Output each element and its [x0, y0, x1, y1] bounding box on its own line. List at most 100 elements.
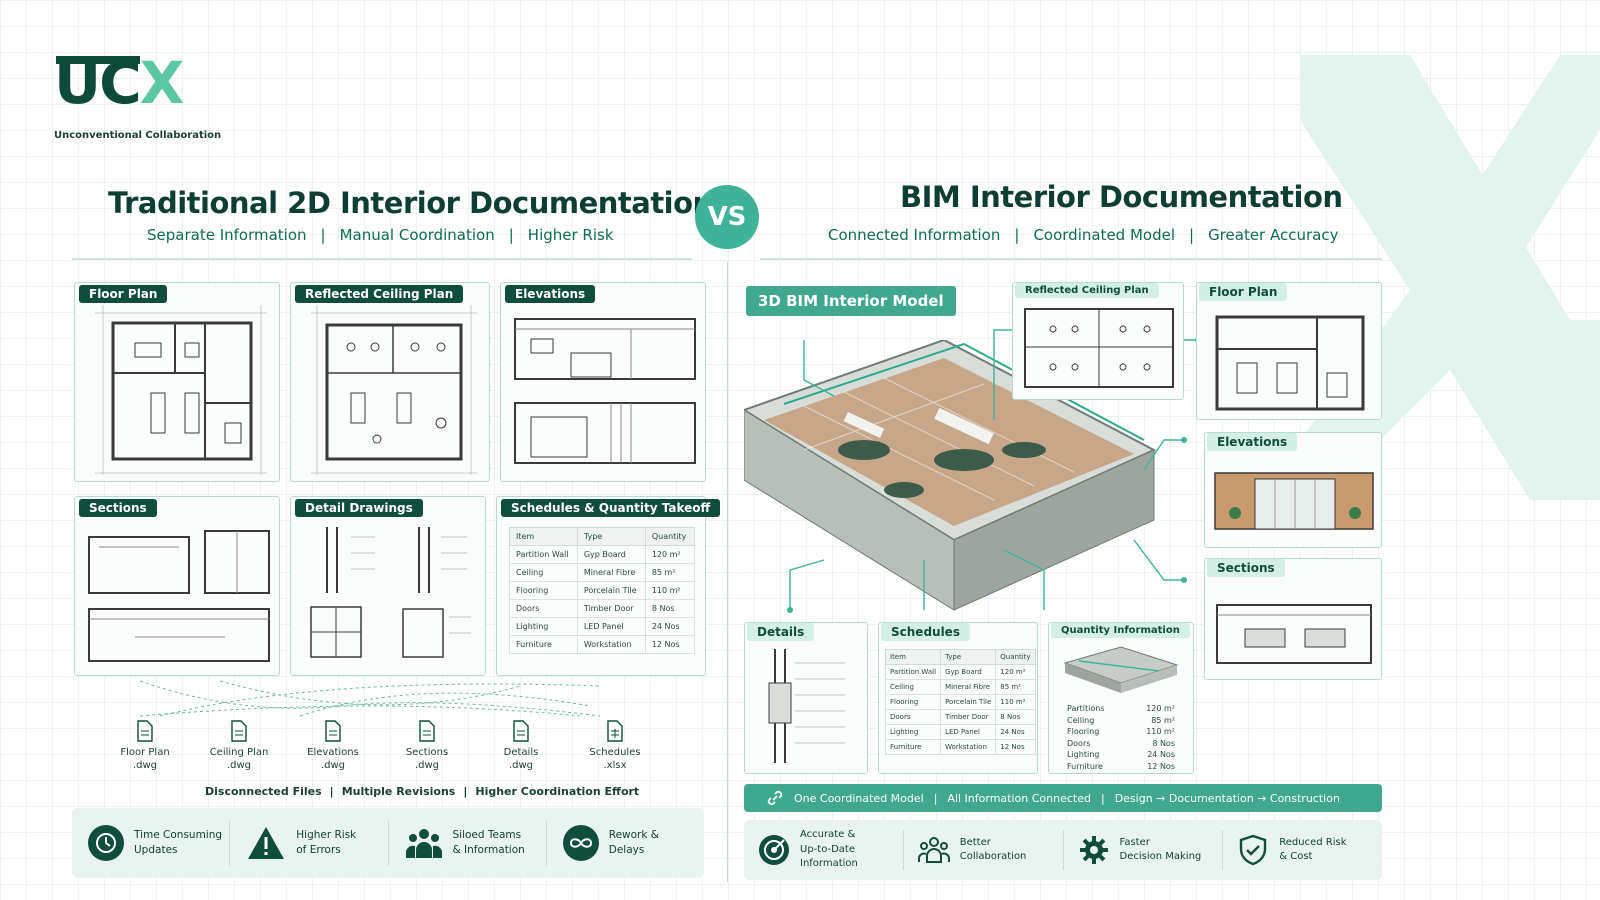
- issue-label: Time Consuming: [134, 828, 223, 841]
- cell: Furniture: [884, 739, 942, 755]
- file-name: Ceiling Plan: [209, 747, 269, 758]
- bar-item: One Coordinated Model: [794, 791, 924, 805]
- shield-check-icon: [1240, 834, 1267, 866]
- left-detail-drawings-panel[interactable]: Detail Drawings: [290, 496, 486, 676]
- warning-icon: [248, 827, 285, 859]
- right-sections-tag: Sections: [1207, 559, 1285, 577]
- document-icon: [419, 720, 435, 742]
- file-ext: .dwg: [320, 760, 346, 771]
- cell: Workstation: [576, 635, 646, 654]
- right-subtitle-item: Greater Accuracy: [1208, 226, 1339, 244]
- cell: 85 m²: [644, 563, 696, 582]
- sections-drawing: [88, 530, 270, 662]
- left-ceiling-plan-panel[interactable]: Reflected Ceiling Plan: [290, 282, 490, 482]
- logo-uc: UC: [54, 49, 142, 117]
- benefit-label: Up-to-Date Information: [800, 843, 858, 870]
- left-rule: [72, 258, 692, 260]
- issue-label: & Information: [452, 844, 525, 856]
- right-schedules-panel[interactable]: Schedules Item Type Quantity Partition W…: [878, 622, 1038, 774]
- file-schedules[interactable]: Schedules.xlsx: [580, 720, 650, 772]
- issue-label: Siloed Teams: [452, 828, 522, 841]
- right-elevations-tag: Elevations: [1207, 433, 1298, 451]
- file-ext: .dwg: [226, 760, 252, 771]
- left-floor-plan-panel[interactable]: Floor Plan: [74, 282, 280, 482]
- left-schedules-panel[interactable]: Schedules & Quantity Takeoff Item Type Q…: [496, 496, 721, 676]
- schedule-header: Item: [509, 527, 578, 546]
- cell: Timber Door: [940, 709, 997, 725]
- right-floor-plan-panel[interactable]: Floor Plan: [1196, 282, 1382, 420]
- left-ceiling-plan-tag: Reflected Ceiling Plan: [295, 285, 464, 303]
- file-name: Details: [503, 747, 539, 758]
- right-details-panel[interactable]: Details: [744, 622, 868, 774]
- cell: Porcelain Tile: [576, 581, 646, 600]
- right-details-drawing: [768, 649, 845, 763]
- benefit-label: Accurate &: [800, 829, 856, 841]
- right-elevations-drawing: [1214, 472, 1374, 530]
- elevations-drawing: [514, 318, 696, 464]
- link-icon: [767, 790, 783, 806]
- cell: Mineral Fibre: [940, 679, 997, 695]
- left-elevations-panel[interactable]: Elevations: [500, 282, 706, 482]
- file-name: Elevations: [307, 747, 359, 758]
- file-ext: .dwg: [508, 760, 534, 771]
- bim-3d-model-illustration[interactable]: [744, 340, 1174, 620]
- file-name: Sections: [405, 747, 449, 758]
- right-title: BIM Interior Documentation: [900, 180, 1343, 214]
- document-icon: [513, 720, 529, 742]
- cell: Mineral Fibre: [576, 563, 646, 582]
- left-sections-panel[interactable]: Sections: [74, 496, 280, 676]
- cell: Ceiling: [509, 563, 578, 582]
- clock-icon: [88, 825, 124, 861]
- file-elevations[interactable]: Elevations .dwg: [298, 720, 368, 772]
- cell: Ceiling: [884, 679, 942, 695]
- tagline: Unconventional Collaboration: [54, 130, 222, 141]
- right-ceiling-plan-panel[interactable]: Reflected Ceiling Plan: [1012, 282, 1184, 400]
- file-ext: .dwg: [132, 760, 158, 771]
- file-sections[interactable]: Sections.dwg: [392, 720, 462, 772]
- right-subtitle: Connected Information| Coordinated Model…: [828, 226, 1339, 244]
- file-ceiling-plan[interactable]: Ceiling Plan .dwg: [204, 720, 274, 772]
- file-ext: .xlsx: [603, 760, 627, 771]
- coordinated-model-bar: One Coordinated Model| All Information C…: [744, 784, 1382, 812]
- right-elevations-panel[interactable]: Elevations: [1204, 432, 1382, 548]
- cell: Furniture: [509, 635, 578, 654]
- document-icon: [231, 720, 247, 742]
- file-name: Floor Plan: [120, 747, 170, 758]
- benefit-label: Faster: [1119, 836, 1150, 848]
- right-floor-plan-tag: Floor Plan: [1199, 283, 1288, 301]
- right-ceiling-plan-tag: Reflected Ceiling Plan: [1015, 283, 1159, 298]
- target-icon: [759, 835, 789, 865]
- benefit-label: Better: [959, 836, 991, 848]
- cell: LED Panel: [940, 724, 997, 740]
- infinity-icon: [562, 825, 599, 861]
- cell: 110 m²: [644, 581, 696, 600]
- center-divider: [727, 262, 728, 882]
- schedule-header: Quantity: [644, 527, 696, 546]
- right-rule: [760, 258, 1382, 260]
- left-subtitle-item: Separate Information: [147, 226, 307, 244]
- issue-label: of Errors: [296, 844, 341, 856]
- bar-item: Design → Documentation → Construction: [1114, 791, 1340, 805]
- file-floor-plan[interactable]: Floor Plan .dwg: [110, 720, 180, 772]
- left-schedules-tag: Schedules & Quantity Takeoff: [501, 499, 721, 517]
- file-details[interactable]: Details .dwg: [486, 720, 556, 772]
- cell: 12 Nos: [644, 635, 696, 654]
- right-sections-panel[interactable]: Sections: [1204, 558, 1382, 680]
- issue-label: Rework &: [608, 828, 659, 841]
- right-details-tag: Details: [747, 623, 815, 641]
- cell: 8 Nos: [995, 709, 1036, 725]
